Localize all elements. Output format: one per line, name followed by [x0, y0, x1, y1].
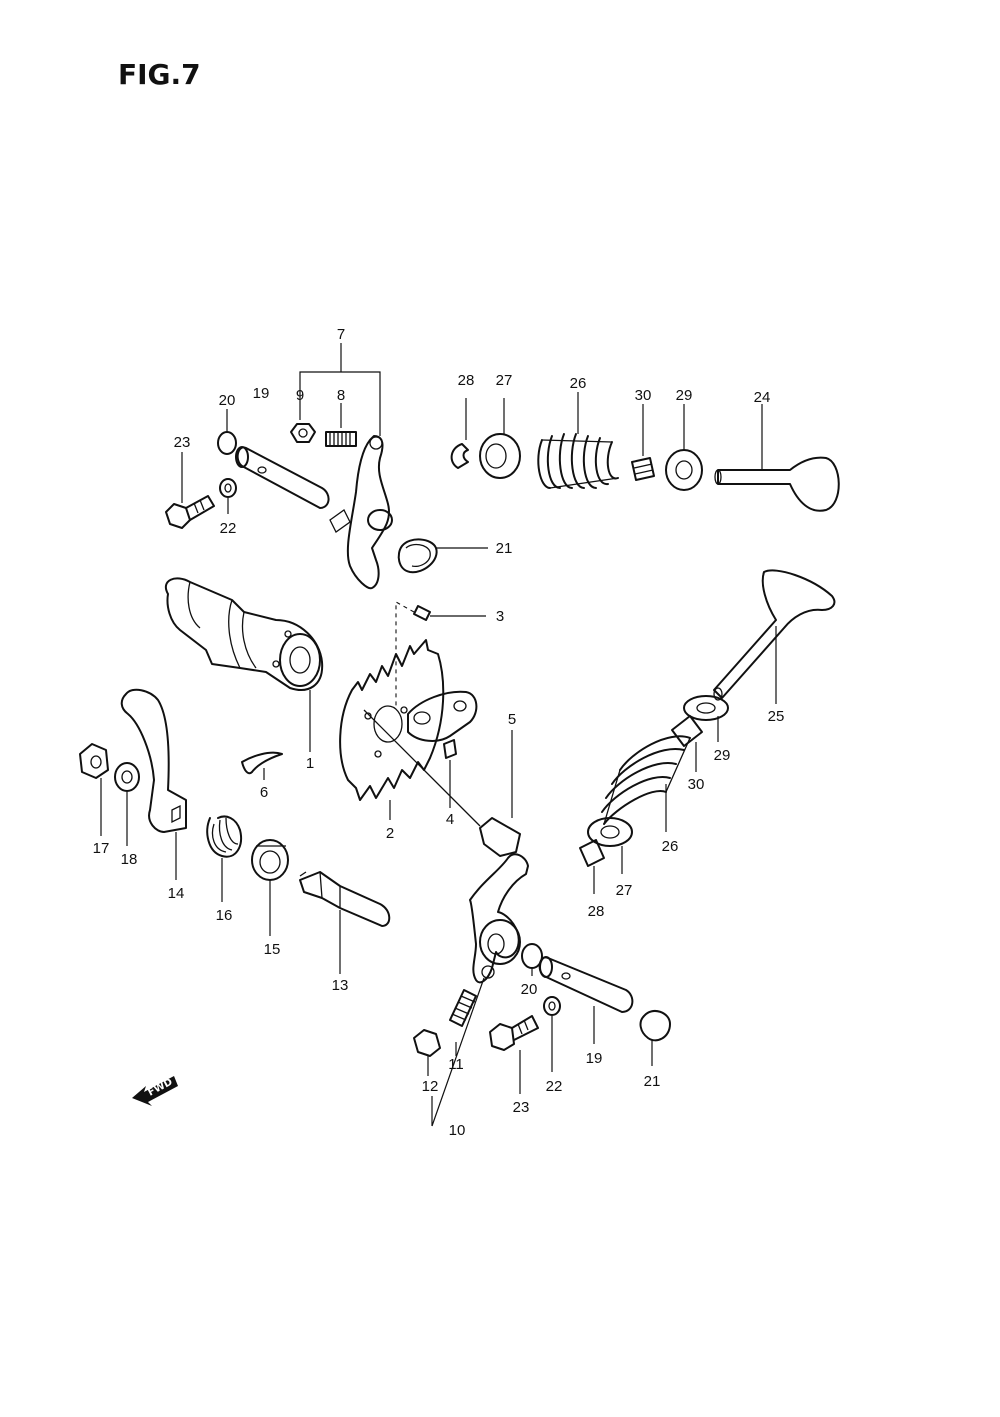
callout-8: 8 — [337, 387, 345, 404]
callout-21-lower: 21 — [644, 1073, 661, 1090]
part-2-cam-sprocket — [339, 639, 445, 820]
part-rocker-arm-upper — [329, 435, 393, 590]
part-28-valve-cotter-lower — [579, 839, 605, 894]
callout-21-upper: 21 — [496, 540, 513, 557]
callout-23-upper: 23 — [174, 434, 191, 451]
part-14-decompression-lever — [120, 688, 187, 880]
callout-19-lower: 19 — [586, 1050, 603, 1067]
part-26-valve-spring-lower — [601, 735, 691, 832]
callout-26-upper: 26 — [570, 375, 587, 392]
callout-29-lower: 29 — [714, 747, 731, 764]
callout-30-upper: 30 — [635, 387, 652, 404]
part-12-nut — [413, 1029, 441, 1057]
part-3-dowel-pin — [395, 601, 486, 706]
part-20-o-ring-upper — [217, 409, 237, 455]
callout-13: 13 — [332, 977, 349, 994]
callout-16: 16 — [216, 907, 233, 924]
callout-20-upper: 20 — [219, 392, 236, 409]
figure-title: FIG.7 — [118, 58, 201, 91]
part-16-torsion-spring — [206, 815, 242, 902]
callout-24: 24 — [754, 389, 771, 406]
callout-7: 7 — [337, 326, 345, 343]
part-29-spring-seat-upper — [665, 404, 703, 491]
callout-14: 14 — [168, 885, 185, 902]
part-15-bearing — [251, 839, 289, 936]
part-26-valve-spring-upper — [537, 392, 619, 489]
part-24-valve-upper — [714, 404, 840, 512]
callout-12: 12 — [422, 1078, 439, 1095]
callout-26-lower: 26 — [662, 838, 679, 855]
callout-15: 15 — [264, 941, 281, 958]
callout-17: 17 — [93, 840, 110, 857]
callout-27-upper: 27 — [496, 372, 513, 389]
part-20-o-ring-lower — [521, 943, 543, 976]
part-11-adjusting-screw — [449, 989, 477, 1027]
part-13-decompression-shaft — [299, 871, 391, 974]
callout-29-upper: 29 — [676, 387, 693, 404]
callout-bracket-7 — [299, 343, 381, 436]
part-27-spring-retainer-lower — [587, 817, 633, 874]
callout-2: 2 — [386, 825, 394, 842]
part-22-washer-upper — [219, 478, 237, 514]
part-30-stem-seal-upper — [631, 404, 655, 481]
part-18-washer — [114, 762, 140, 846]
callout-22-lower: 22 — [546, 1078, 563, 1095]
callout-6: 6 — [260, 784, 268, 801]
callout-20-lower: 20 — [521, 981, 538, 998]
part-17-nut — [79, 743, 109, 836]
callout-22-upper: 22 — [220, 520, 237, 537]
callout-10: 10 — [449, 1122, 466, 1139]
part-rocker-arm-lower — [469, 853, 529, 984]
part-25-valve-lower — [713, 569, 836, 704]
callout-28-lower: 28 — [588, 903, 605, 920]
part-19-rocker-shaft-lower — [538, 956, 634, 1044]
part-21-o-ring — [397, 538, 488, 574]
callout-9: 9 — [296, 387, 304, 404]
callout-23-lower: 23 — [513, 1099, 530, 1116]
part-27-spring-retainer-upper — [479, 398, 521, 479]
part-21-o-ring-lower — [639, 1009, 671, 1066]
callout-19-upper: 19 — [253, 385, 270, 402]
part-1-camshaft — [165, 577, 324, 752]
callout-labels: 7 8 9 19 20 23 22 21 28 27 26 30 29 24 3… — [93, 326, 785, 1139]
callout-27-lower: 27 — [616, 882, 633, 899]
callout-28-upper: 28 — [458, 372, 475, 389]
part-19-rocker-shaft-upper — [235, 446, 330, 509]
part-30-stem-seal-lower — [671, 715, 703, 772]
callout-25: 25 — [768, 708, 785, 725]
part-22-washer-lower — [543, 996, 561, 1072]
part-4-pin — [443, 739, 457, 808]
callout-11: 11 — [448, 1056, 464, 1073]
callout-bracket-10 — [427, 977, 485, 1127]
callout-30-lower: 30 — [688, 776, 705, 793]
callout-1: 1 — [306, 755, 314, 772]
callout-3: 3 — [496, 608, 504, 625]
part-9-nut — [290, 423, 316, 443]
part-5-sprocket-bolt — [363, 709, 521, 857]
part-sprocket-lock-plate — [407, 690, 478, 742]
callout-4: 4 — [446, 811, 454, 828]
callout-5: 5 — [508, 711, 516, 728]
part-23-bolt-upper — [165, 452, 215, 529]
part-8-adjusting-screw — [325, 431, 357, 447]
part-28-valve-cotter-upper — [450, 398, 469, 469]
part-29-spring-seat-lower — [683, 695, 729, 742]
part-23-bolt-lower — [489, 1015, 539, 1094]
forward-arrow-icon: FWD — [132, 1076, 178, 1106]
callout-18: 18 — [121, 851, 138, 868]
part-6-clip — [241, 751, 283, 780]
